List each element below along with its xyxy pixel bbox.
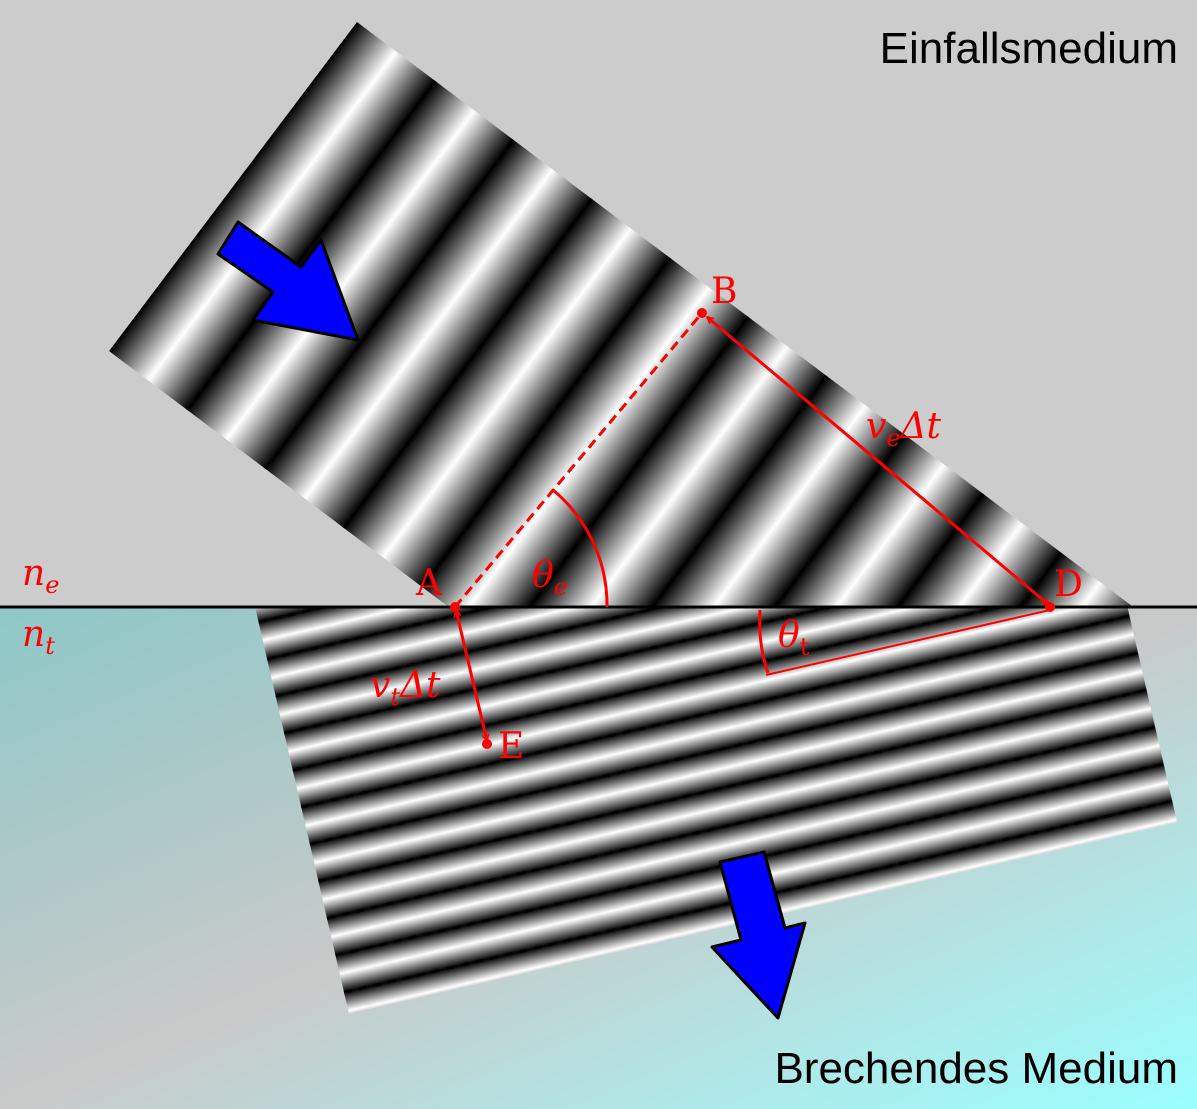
transmitted-distance-label: vtΔt [370, 665, 441, 711]
point-d-marker [1045, 602, 1055, 612]
incident-distance-label: veΔt [866, 406, 942, 452]
transmitted-direction-arrow-icon [710, 850, 807, 1020]
point-e-label: E [498, 726, 524, 767]
transmitted-index-label: nt [22, 614, 55, 660]
refracting-medium-label: Brechendes Medium [774, 1044, 1178, 1093]
transmitted-wave-beam [250, 607, 1178, 1014]
incident-medium-label: Einfallsmedium [880, 24, 1178, 73]
incident-wave-beam [109, 22, 1156, 607]
distance-arrow-bd [707, 317, 1049, 605]
point-a-label: A [415, 563, 443, 604]
point-b-label: B [711, 271, 737, 312]
distance-arrow-ae [456, 610, 487, 741]
incident-direction-arrow-icon [216, 220, 360, 342]
point-d-label: D [1054, 564, 1083, 605]
transmitted-angle-label: θt [778, 615, 810, 661]
transmitted-wavefront-line-de [765, 609, 1051, 676]
point-a-marker [450, 602, 460, 612]
incident-angle-label: θe [532, 555, 568, 601]
transmitted-angle-arc [758, 609, 770, 674]
point-b-marker [697, 308, 707, 318]
incident-angle-arc [552, 488, 609, 608]
point-e-marker [482, 739, 492, 749]
incident-index-label: ne [22, 553, 59, 599]
